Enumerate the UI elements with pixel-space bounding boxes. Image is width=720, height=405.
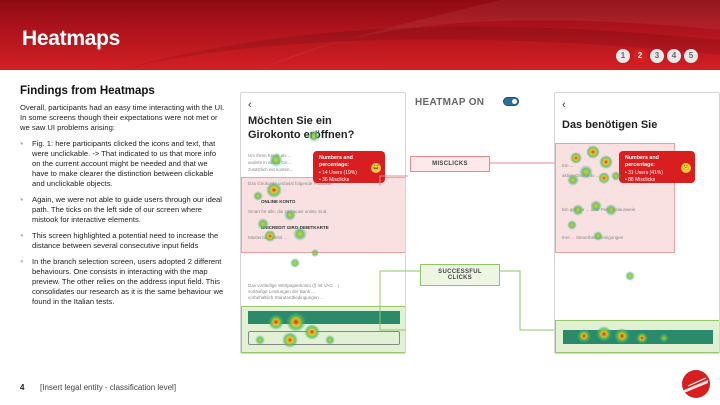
tooltip-heading: Numbers and percentage: [319,155,353,168]
page-dot-1[interactable]: 1 [616,49,630,63]
screen1-footnote: vorbehaltlich Standardbedingungen ... [248,295,324,300]
findings-column: Findings from Heatmaps Overall, particip… [20,85,225,313]
finding-item: Fig. 1: here participants clicked the ic… [20,139,225,189]
heatmap-toggle[interactable] [503,97,519,106]
page-title: Heatmaps [22,27,120,50]
misclick-region [241,177,405,253]
page-dot-4[interactable]: 4 [667,49,681,63]
screen1-product-card-desc: Mastercard Debit ... [248,235,288,240]
unicredit-logo-icon [682,370,710,398]
screen1-stats-tooltip: Numbers and percentage: • 14 Users (19%)… [313,151,385,183]
footer-page-number: 4 [20,383,25,392]
screen1-body-line: andere in einem Gir... [248,160,292,165]
heatmap-toggle-label: HEATMAP ON [415,97,485,108]
finding-item: This screen highlighted a potential need… [20,231,225,251]
findings-list: Fig. 1: here participants clicked the ic… [20,139,225,307]
screen1-title-line1: Möchten Sie ein [248,115,332,127]
success-connector-right [500,270,554,331]
tooltip-misclicks: • 88 Misclicks [625,177,656,183]
finding-item: Again, we were not able to guide users t… [20,195,225,225]
successful-clicks-callout: SUCCESSFUL CLICKS [420,264,500,286]
screen2-stats-tooltip: Numbers and percentage: • 31 Users (41%)… [619,151,695,183]
primary-cta-button[interactable] [563,330,713,344]
screen2-row: Ein gültiger ... oder Personalausweis [562,207,636,212]
tooltip-users: • 14 Users (19%) [319,170,357,176]
tooltip-heading: Numbers and percentage: [625,155,659,168]
phone-screen-girokonto: ‹ Möchten Sie ein Girokonto eröffnen? Um… [240,92,406,354]
screen1-product-card: UNICREDIT GIRO-DEBITKARTE [261,225,329,230]
screen1-body-line: Um Ihren Kredit als ... [248,153,292,158]
screen1-footnote: Das vorläufige Wertpapierkonto (§ 48 VAG… [248,283,340,288]
screen2-row: Ihre ... Steuerbescheinigungen [562,235,624,240]
finding-item: In the branch selection screen, users ad… [20,257,225,307]
secondary-cta-button[interactable] [248,331,400,345]
tooltip-users: • 31 Users (41%) [625,170,663,176]
page-dot-2-active[interactable]: 2 [633,49,647,63]
confused-face-emoji-icon: 😕 [681,163,691,173]
grinning-sweat-emoji-icon: 😅 [371,163,381,173]
screen1-title-line2: Girokonto eröffnen? [248,129,355,141]
findings-intro: Overall, participants had an easy time i… [20,103,225,132]
primary-cta-button[interactable] [248,311,400,324]
screen1-product-online-desc: Smart für alle, die zu Hause online sind… [248,209,328,214]
page-dot-5[interactable]: 5 [684,49,698,63]
phone-screen-requirements: ‹ Das benötigen Sie Ein ... aktive Girok… [554,92,720,354]
tooltip-misclicks: • 36 Misclicks [319,177,350,183]
page-dot-3[interactable]: 3 [650,49,664,63]
back-arrow-icon[interactable]: ‹ [248,99,252,111]
misclicks-callout: MISCLICKS [410,156,490,172]
screen2-title: Das benötigen Sie [562,119,658,131]
screen2-row: Ein ... [562,163,574,168]
screen1-product-online: ONLINE KONTO [261,199,296,204]
screen1-body-line: zusätzlich ein kosten... [248,167,294,172]
slide-header: Heatmaps [0,0,720,70]
back-arrow-icon[interactable]: ‹ [562,99,566,111]
page-indicator: 1 2 3 4 5 [616,49,698,63]
screen1-section-text: Das Girokonto umfasst folgende Produkte: [248,181,333,186]
footer-legal-text: [Insert legal entity - classification le… [40,383,177,392]
header-swoosh-decoration [120,0,720,70]
screen2-row: aktive Girokonto ... [562,173,600,178]
screen1-footnote: vorläufige Leistungen der Bank ... [248,289,316,294]
findings-heading: Findings from Heatmaps [20,85,155,97]
